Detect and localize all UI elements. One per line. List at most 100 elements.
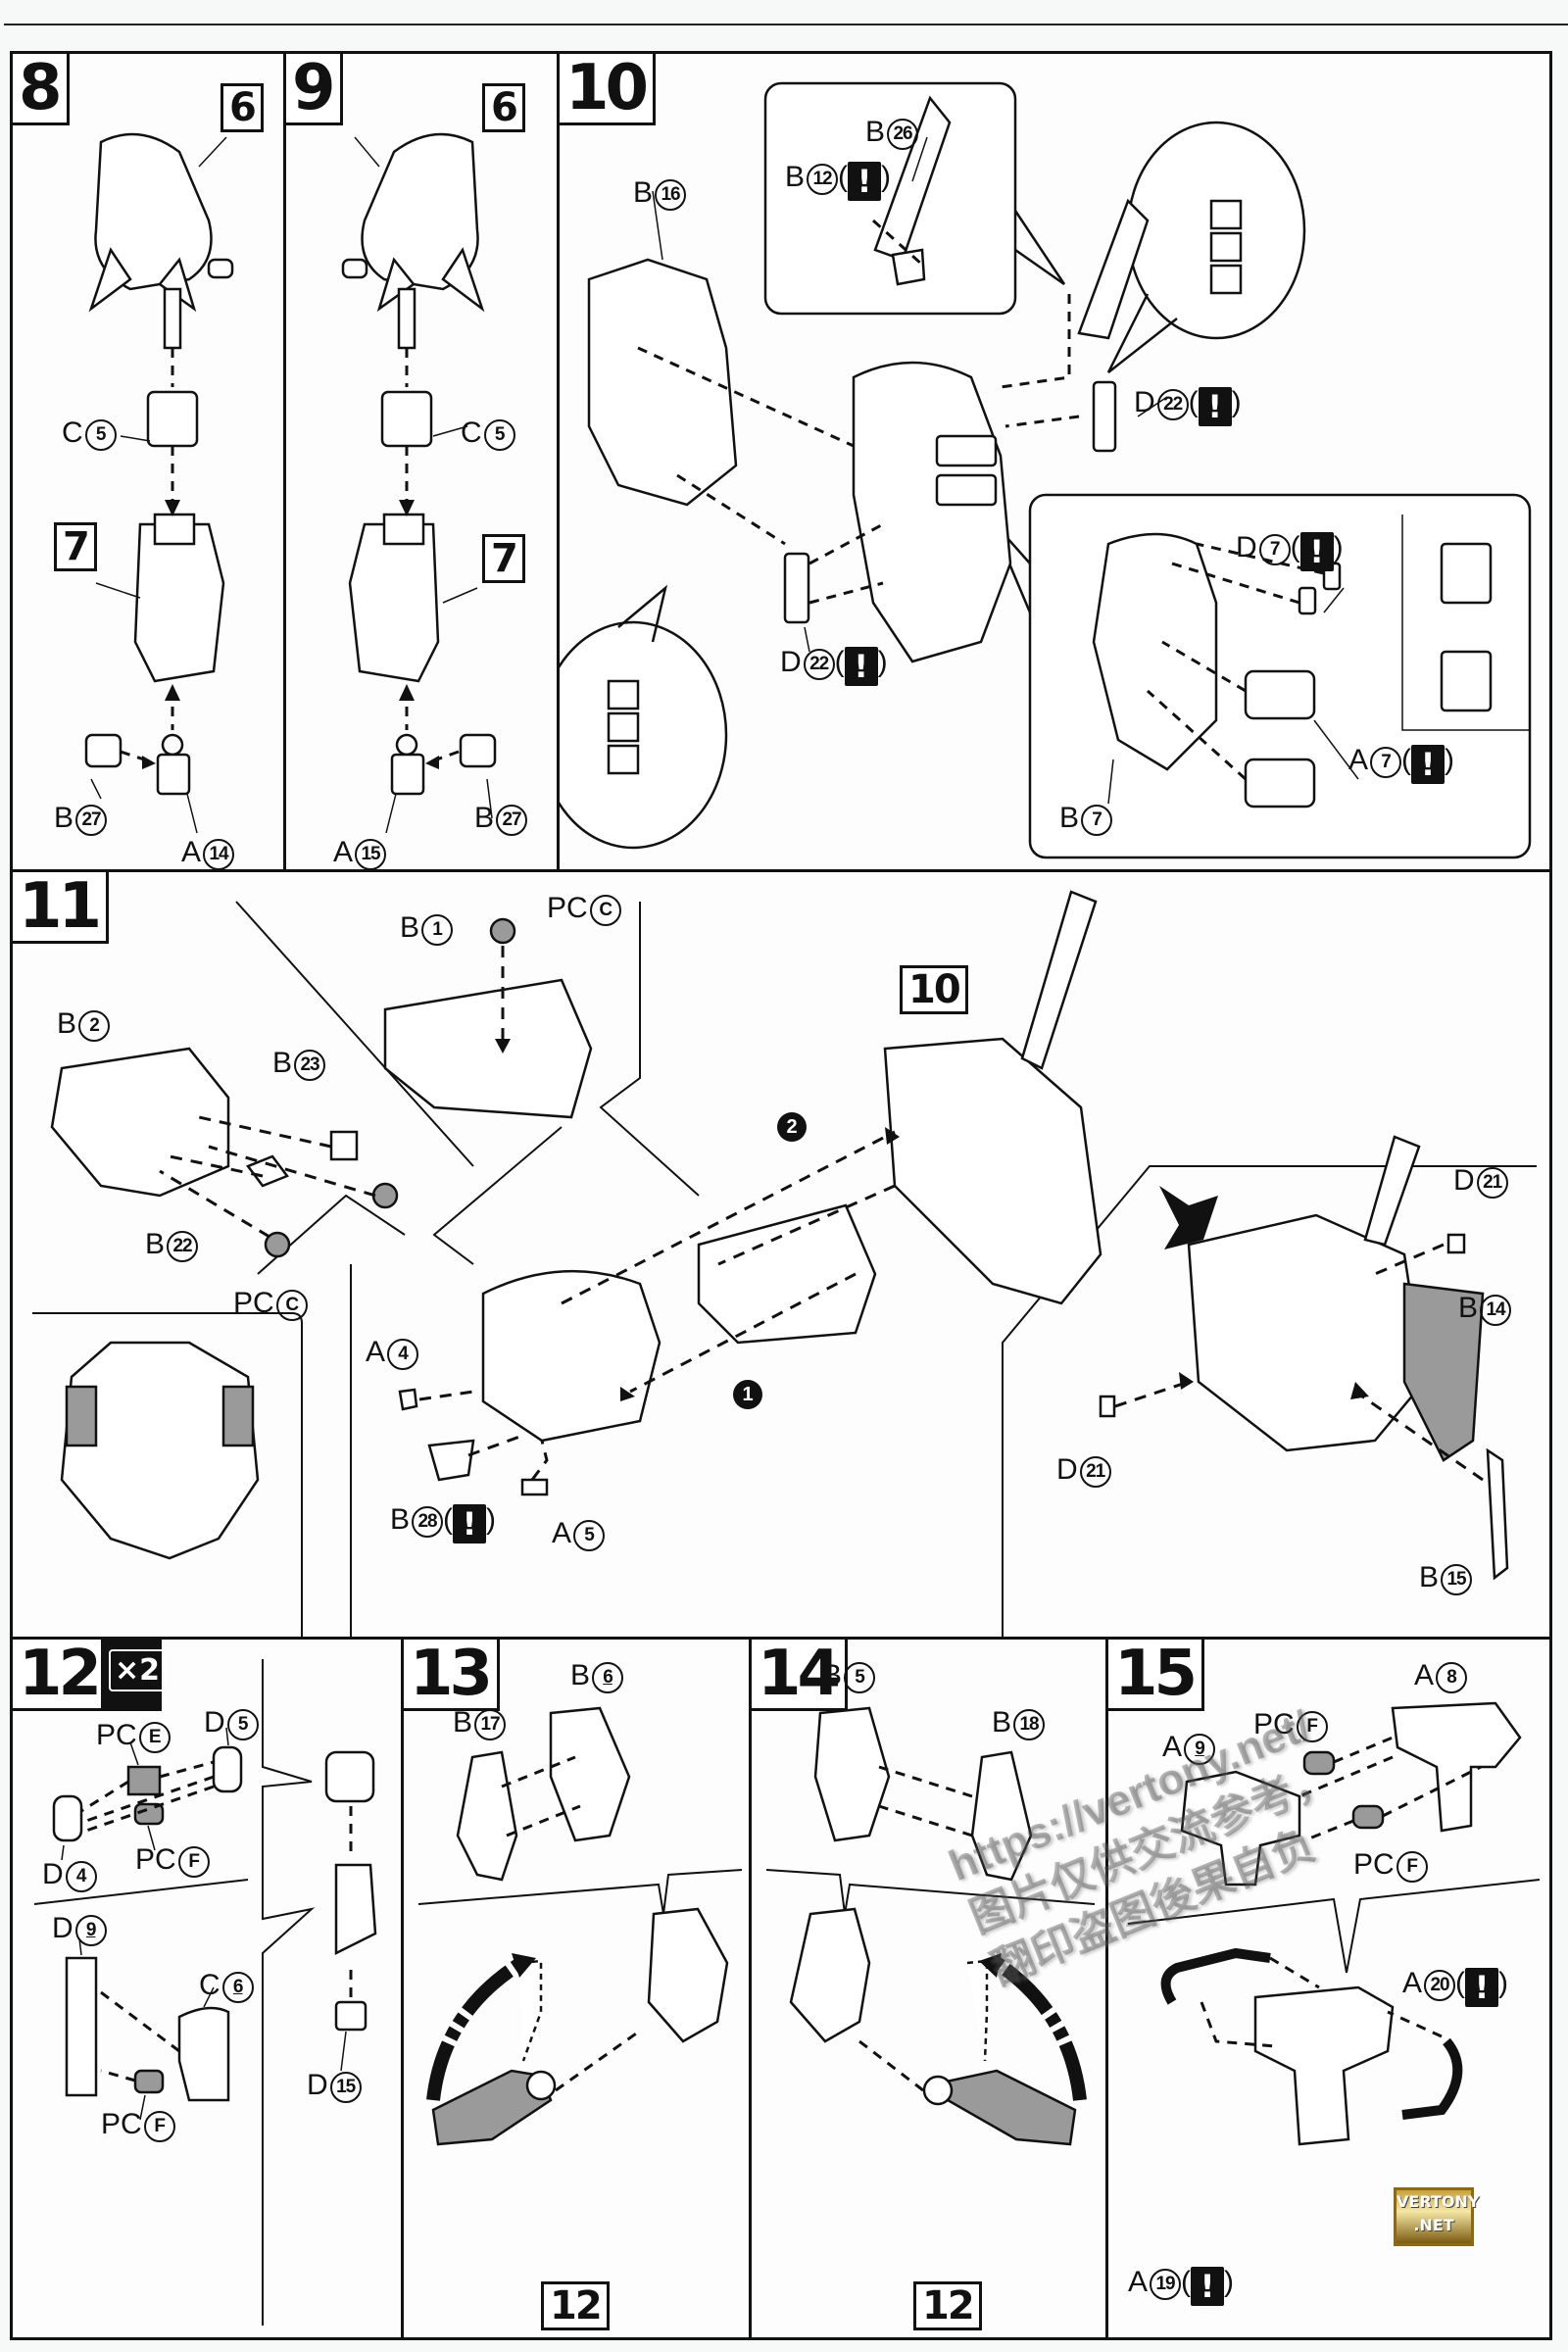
- part-a20-cable: [1401, 2037, 1463, 2120]
- caution-icon: !: [1465, 1968, 1499, 2007]
- order-marker-2: 2: [777, 1112, 807, 1142]
- step-8-panel: 8: [10, 51, 286, 872]
- detail-view-part: [60, 1341, 260, 1560]
- part-b15: [1486, 1447, 1509, 1581]
- head-peg: [207, 258, 234, 279]
- upper-arm: [334, 1863, 377, 1956]
- part-a9: [1180, 1770, 1301, 1886]
- joint-body: [390, 753, 425, 796]
- part-pcc-top: [489, 917, 516, 945]
- front-armor-part: [481, 1269, 662, 1443]
- part-d4: [52, 1794, 83, 1842]
- part-pcf-bottom: [133, 2069, 165, 2094]
- head-part: [361, 132, 479, 291]
- part-d21-left: [1099, 1395, 1116, 1418]
- step-number: 15: [1108, 1640, 1205, 1711]
- subassembly-12-shaded: [431, 2069, 553, 2146]
- subassembly-ref-12: 12: [541, 2281, 610, 2330]
- neck-stem: [397, 287, 416, 350]
- base-unit: [1253, 1985, 1395, 2146]
- foot-ghost: [966, 1959, 989, 2062]
- part-b14-shaded: [1402, 1282, 1485, 1462]
- subassembly-ref-7: 7: [54, 522, 97, 571]
- step-12-illustration: [33, 1659, 377, 2326]
- torso-top: [382, 513, 425, 546]
- step-number: 13: [404, 1640, 501, 1711]
- subassembly-ref-10: 10: [900, 965, 968, 1014]
- step-14-illustration: [765, 1706, 1096, 2146]
- part-a5: [520, 1478, 549, 1496]
- part-a19-cable: [1160, 1947, 1271, 2005]
- part-d5: [212, 1745, 243, 1793]
- part-a8: [1391, 1701, 1522, 1833]
- step-11-illustration: [32, 890, 1537, 1637]
- subassembly-ref-12: 12: [913, 2281, 982, 2330]
- zoom-circle-bottom: [560, 620, 728, 850]
- head-spike-left: [376, 257, 416, 313]
- part-pcf-top: [133, 1802, 165, 1826]
- subassembly-ref-7: 7: [482, 534, 525, 583]
- part-b28: [427, 1439, 475, 1482]
- joint-ball: [395, 733, 418, 757]
- part-d7-a: [1298, 586, 1317, 615]
- step-number: 9: [286, 54, 343, 125]
- caution-icon: !: [1299, 532, 1334, 571]
- rotate-arrow: [426, 1957, 525, 2101]
- center-frame-part: [697, 1203, 877, 1345]
- part-d22-top: [1092, 380, 1117, 453]
- leg-assembly: [789, 1907, 871, 2043]
- part-b5: [813, 1706, 891, 1842]
- part-a7-bottom: [1244, 758, 1316, 808]
- rotate-arrow: [993, 1957, 1087, 2101]
- shoulder-joint: [324, 1750, 375, 1803]
- vertony-badge: VERTONY .NET: [1394, 2187, 1479, 2246]
- plate-part: [84, 733, 122, 768]
- step-10-panel: 10: [557, 51, 1552, 872]
- step-number: 12: [13, 1640, 110, 1711]
- sub-inset-bracket: [1401, 514, 1530, 731]
- torso-top: [153, 513, 196, 546]
- head-peg: [341, 258, 368, 279]
- caution-icon: !: [1191, 2267, 1225, 2306]
- part-b26-fin-main: [1077, 198, 1150, 340]
- part-b2-shell: [50, 1047, 230, 1198]
- part-d21-top: [1446, 1233, 1466, 1254]
- step-11-panel: 11: [10, 869, 1552, 1640]
- part-a7-top: [1244, 669, 1316, 720]
- callout-pointer: [1013, 210, 1066, 286]
- part-b1-frame: [383, 978, 593, 1119]
- collar-part: [146, 390, 199, 448]
- torso-core: [348, 522, 440, 683]
- step-number: 14: [752, 1640, 849, 1711]
- part-b23: [329, 1130, 359, 1161]
- head-part: [94, 132, 213, 291]
- part-pcf-bottom: [1351, 1804, 1385, 1830]
- foot-ghost: [520, 1959, 543, 2062]
- part-c6: [177, 2006, 230, 2102]
- subassembly-ref-6: 6: [482, 83, 525, 132]
- neck-stem: [163, 287, 182, 350]
